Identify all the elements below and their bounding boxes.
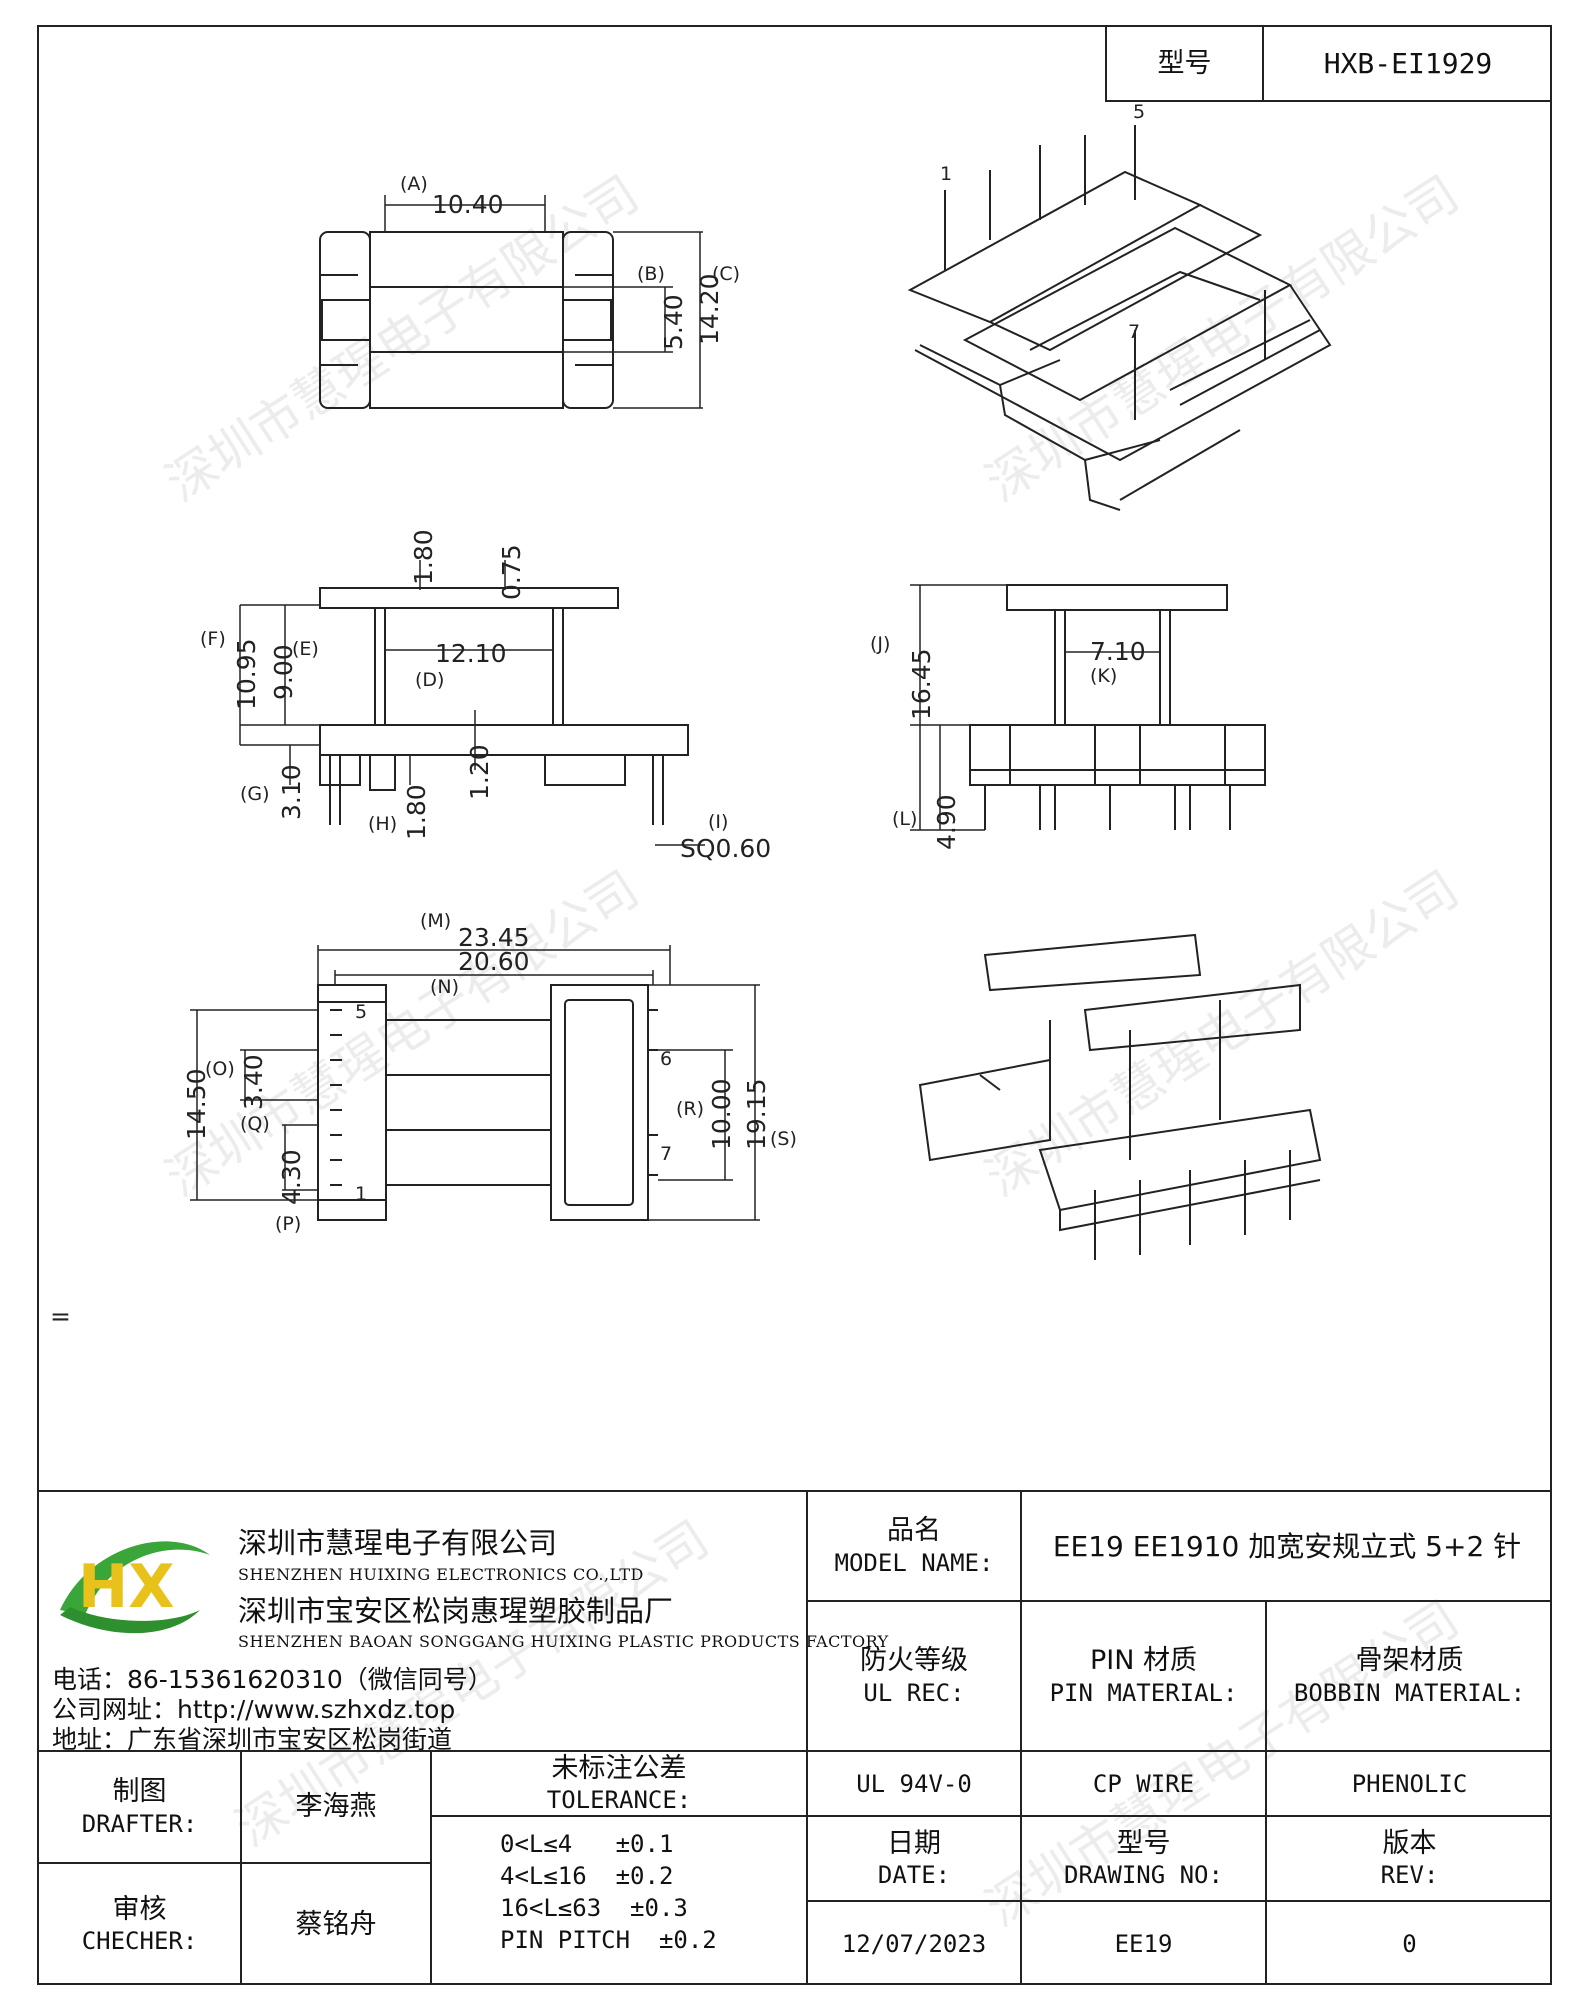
rev-value: 0: [1402, 1929, 1417, 1958]
tolerance-line: 0<L≤4 ±0.1: [500, 1830, 674, 1858]
dim-base-value: 1.20: [465, 744, 494, 800]
dim-G-label: (G): [240, 783, 270, 805]
dim-K-label: (K): [1090, 665, 1117, 687]
dim-S-value: 19.15: [742, 1078, 771, 1150]
bobbin-material-value: PHENOLIC: [1351, 1769, 1468, 1798]
hx-logo-icon: HX: [60, 1541, 210, 1634]
iso-view-top: [907, 125, 1332, 511]
logo-letters: HX: [78, 1552, 174, 1622]
dim-top1-value: 1.80: [409, 529, 438, 585]
dim-E-value: 9.00: [269, 644, 298, 700]
dim-N-value: 20.60: [458, 947, 530, 976]
dim-N-label: (N): [430, 976, 459, 998]
stray-mark: =: [50, 1302, 71, 1331]
dim-R-value: 10.00: [707, 1078, 736, 1150]
iso-pin-label-7: 7: [1128, 321, 1140, 343]
bobbin-material-label: 骨架材质 BOBBIN MATERIAL:: [1293, 1645, 1526, 1707]
tolerance-line: 4<L≤16 ±0.2: [500, 1862, 674, 1890]
checker-name: 蔡铭舟: [295, 1908, 377, 1940]
technical-drawing: (A) 10.40 (B) 5.40 (C) 14.20 (F) 10.95 (…: [50, 101, 1332, 1331]
company-logo: HX: [50, 1515, 215, 1645]
dim-A-label: (A): [400, 173, 428, 195]
pin-label-6: 6: [660, 1048, 672, 1070]
dim-D-label: (D): [415, 669, 444, 691]
company-name-1-en: SHENZHEN HUIXING ELECTRONICS CO.,LTD: [238, 1565, 644, 1584]
header-model-value: HXB-EI1929: [1323, 47, 1493, 80]
dim-L-value: 4.90: [932, 794, 961, 850]
dim-B-label: (B): [637, 263, 665, 285]
dim-C-value: 14.20: [695, 273, 724, 345]
dim-S-label: (S): [770, 1128, 797, 1150]
drawing-no-value: EE19: [1114, 1929, 1173, 1958]
dim-R-label: (R): [676, 1098, 704, 1120]
tolerance-table: 0<L≤4 ±0.1 4<L≤16 ±0.2 16<L≤63 ±0.3 PIN …: [500, 1830, 800, 1958]
dim-L-label: (L): [892, 808, 917, 830]
iso-pin-label-5: 5: [1133, 101, 1145, 123]
dim-Q-label: (Q): [240, 1113, 270, 1135]
pin-label-5: 5: [355, 1001, 367, 1023]
company-website: 公司网址：http://www.szhxdz.top: [52, 1695, 456, 1724]
dim-M-value: 23.45: [458, 923, 530, 952]
dim-E-label: (E): [292, 638, 319, 660]
date-label: 日期 DATE:: [877, 1827, 951, 1890]
model-name-value: EE19 EE1910 加宽安规立式 5+2 针: [1052, 1529, 1522, 1563]
pin-material-label: PIN 材质 PIN MATERIAL:: [1049, 1645, 1238, 1707]
drafter-name: 李海燕: [295, 1791, 377, 1823]
rev-label: 版本 REV:: [1380, 1827, 1439, 1890]
dim-H-label: (H): [368, 813, 397, 835]
company-name-2: 深圳市宝安区松岗惠瑆塑胶制品厂: [238, 1594, 674, 1628]
company-name-2-en: SHENZHEN BAOAN SONGGANG HUIXING PLASTIC …: [238, 1632, 889, 1651]
dim-top2-value: 0.75: [497, 544, 526, 600]
pin-label-1: 1: [355, 1183, 367, 1205]
company-address: 地址：广东省深圳市宝安区松岗街道: [52, 1725, 453, 1754]
header-model-label: 型号: [1157, 47, 1212, 79]
dim-D-value: 12.10: [435, 639, 507, 668]
pin-material-value: CP WIRE: [1092, 1769, 1195, 1798]
side-view: [319, 587, 689, 825]
dim-C-label: (C): [712, 263, 740, 285]
bottom-view: [317, 984, 658, 1221]
dim-O-value: 14.50: [182, 1068, 211, 1140]
pin-label-7: 7: [660, 1143, 672, 1165]
ul-rec-label: 防火等级 UL REC:: [860, 1645, 968, 1707]
dim-F-label: (F): [200, 628, 226, 650]
dim-H-value: 1.80: [402, 784, 431, 840]
drafter-label: 制图 DRAFTER:: [81, 1776, 198, 1838]
dim-Q-value: 3.40: [239, 1054, 268, 1110]
dim-O-label: (O): [205, 1058, 235, 1080]
tolerance-label: 未标注公差 TOLERANCE:: [546, 1752, 692, 1815]
dim-M-label: (M): [420, 910, 451, 932]
checker-label: 审核 CHECHER:: [81, 1893, 198, 1956]
drawing-frame: [37, 25, 1552, 1985]
tolerance-line: 16<L≤63 ±0.3: [500, 1894, 688, 1922]
dim-I-label: (I): [708, 811, 728, 833]
dim-B-value: 5.40: [659, 294, 688, 350]
dim-J-label: (J): [870, 633, 890, 655]
dim-P-label: (P): [275, 1213, 301, 1235]
iso-pin-label-1: 1: [940, 163, 952, 185]
dim-G-value: 3.10: [277, 764, 306, 820]
dim-K-value: 7.10: [1090, 637, 1146, 666]
dim-P-value: 4.30: [277, 1149, 306, 1205]
dim-I-value: SQ0.60: [680, 834, 771, 863]
company-phone: 电话：86-15361620310（微信同号）: [52, 1665, 493, 1694]
drawing-no-label: 型号 DRAWING NO:: [1064, 1827, 1223, 1890]
dim-J-value: 16.45: [907, 648, 936, 720]
date-value: 12/07/2023: [841, 1929, 987, 1958]
dim-A-value: 10.40: [432, 190, 504, 219]
ul-rec-value: UL 94V-0: [856, 1769, 972, 1798]
company-name-1: 深圳市慧瑆电子有限公司: [238, 1526, 558, 1560]
iso-view-bottom: [918, 933, 1322, 1260]
dim-F-value: 10.95: [232, 638, 261, 710]
end-view: [969, 584, 1266, 830]
top-view: [319, 231, 614, 409]
model-name-label: 品名 MODEL NAME:: [834, 1515, 994, 1577]
tolerance-line: PIN PITCH ±0.2: [500, 1926, 717, 1954]
